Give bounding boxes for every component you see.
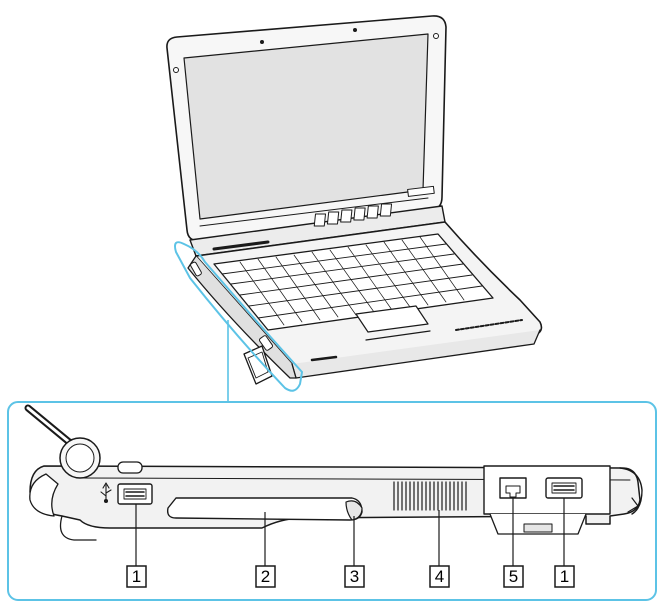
callout-label: 1 <box>560 567 569 586</box>
side-bottom-lip <box>59 515 97 541</box>
callout-label: 3 <box>350 567 359 586</box>
callout-label: 1 <box>132 567 141 586</box>
lid-dot-left <box>260 40 264 44</box>
usb-port-left <box>117 483 153 505</box>
lid-screw-right <box>433 33 439 39</box>
touchpad-buttons <box>365 330 431 341</box>
callout-4: 4 <box>429 565 450 588</box>
cable-inner <box>26 406 76 448</box>
front-vent <box>455 319 523 331</box>
usb-port-right <box>545 477 583 499</box>
lid-dot-right <box>353 28 357 32</box>
laptop-screen <box>183 33 429 220</box>
pullout-tray-tab <box>523 523 553 533</box>
hinge-speaker <box>212 240 270 251</box>
laptop-illustration <box>166 15 543 385</box>
security-slot <box>117 461 143 474</box>
side-highlight <box>174 241 304 392</box>
callout-1b: 1 <box>554 565 575 588</box>
callout-label: 5 <box>509 567 518 586</box>
bezel-indicator <box>407 185 435 197</box>
right-end-cap <box>619 467 643 515</box>
network-port <box>499 477 527 499</box>
side-hatch <box>243 345 273 385</box>
right-foot <box>627 497 639 513</box>
callout-1a: 1 <box>126 565 147 588</box>
callout-5: 5 <box>503 565 524 588</box>
laptop-bezel-strip <box>199 197 429 227</box>
side-hatch-inner <box>247 351 269 379</box>
hinge-buttons <box>313 203 393 227</box>
side-port-small-2 <box>258 335 274 351</box>
usb-symbol-icon <box>100 482 112 504</box>
side-port-small-1 <box>190 261 202 277</box>
air-vent <box>393 481 467 511</box>
front-indicator <box>310 355 338 362</box>
left-cap <box>29 473 59 517</box>
pc-card-release-button <box>345 500 363 521</box>
leader-lines <box>135 498 565 566</box>
touchpad <box>355 305 429 333</box>
power-knob-inner <box>65 443 95 473</box>
side-view-illustration <box>24 404 643 541</box>
callout-label: 4 <box>435 567 444 586</box>
callout-2: 2 <box>255 565 276 588</box>
callout-label: 2 <box>261 567 270 586</box>
keyboard-columns <box>239 236 465 326</box>
lid-screw-left <box>173 67 179 73</box>
callout-3: 3 <box>344 565 365 588</box>
